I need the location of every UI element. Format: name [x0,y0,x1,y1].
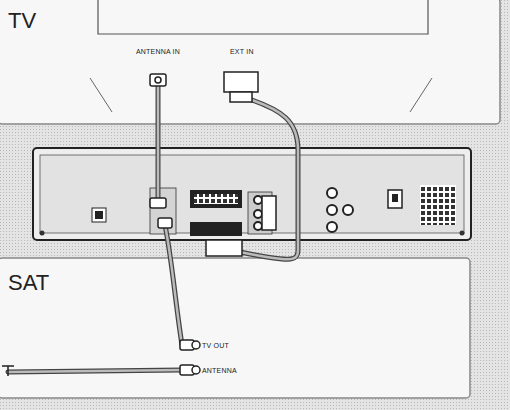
cables [8,86,298,372]
sat-panel [0,258,470,398]
connector-label: TV OUT [202,342,229,349]
antenna-symbol [2,366,14,376]
connector-label: ANTENNA [202,367,237,374]
tv-panel [0,0,500,124]
panel: SAT [0,258,470,398]
panel-title: TV [8,10,36,32]
panel-title: SAT [8,272,49,294]
connector-label: EXT IN [230,48,254,55]
recorder [33,148,471,240]
connector-label: ANTENNA IN [136,48,180,55]
plugs [150,72,258,375]
tv-screen [98,0,428,34]
panel: TV [0,0,500,124]
